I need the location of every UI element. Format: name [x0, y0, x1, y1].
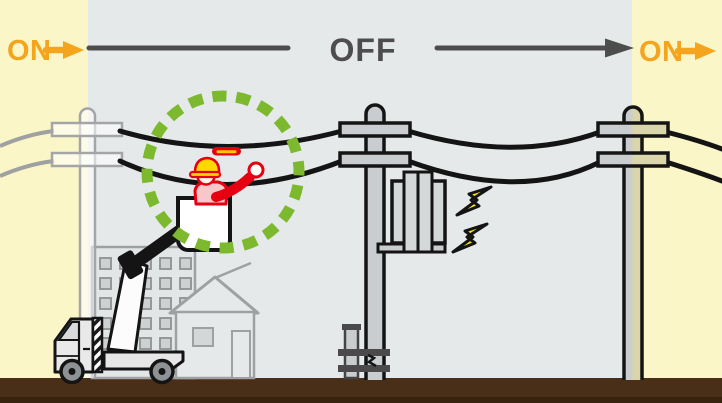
- lightning-icon: [451, 222, 489, 254]
- safety-highlight-ring: [141, 90, 305, 254]
- pole-crack-mark: [366, 353, 377, 368]
- off-label: OFF: [330, 32, 397, 68]
- worker-arm: [211, 172, 255, 202]
- ground: [0, 378, 722, 403]
- orange-arrow-head-icon: [63, 41, 84, 59]
- line-worker: [188, 156, 265, 206]
- transformer: [376, 170, 447, 254]
- power-pole-left: [50, 107, 124, 378]
- worker-hand: [247, 161, 265, 179]
- power-pole-right: [596, 105, 670, 380]
- hard-hat-brim: [188, 170, 222, 179]
- house-window: [192, 327, 214, 347]
- truck-wheel: [59, 358, 85, 385]
- lightning-icon: [455, 185, 493, 217]
- power-lines-left-energized: [0, 129, 55, 178]
- wire-cover-tool: [212, 147, 241, 156]
- truck-wheel: [149, 358, 175, 385]
- house-door: [231, 330, 251, 379]
- service-drop-line: [214, 261, 252, 280]
- lightning-bolts: [451, 185, 493, 254]
- house: [168, 261, 260, 380]
- gray-arrow-head-icon: [605, 38, 634, 58]
- orange-arrow-head-icon: [695, 42, 716, 60]
- power-pole-center: [338, 103, 412, 380]
- on-zone-right: [632, 0, 722, 403]
- hazard-stripe-post: [91, 316, 104, 374]
- hard-hat-icon: [193, 156, 221, 177]
- power-flow-banner: ON OFF ON: [7, 32, 716, 68]
